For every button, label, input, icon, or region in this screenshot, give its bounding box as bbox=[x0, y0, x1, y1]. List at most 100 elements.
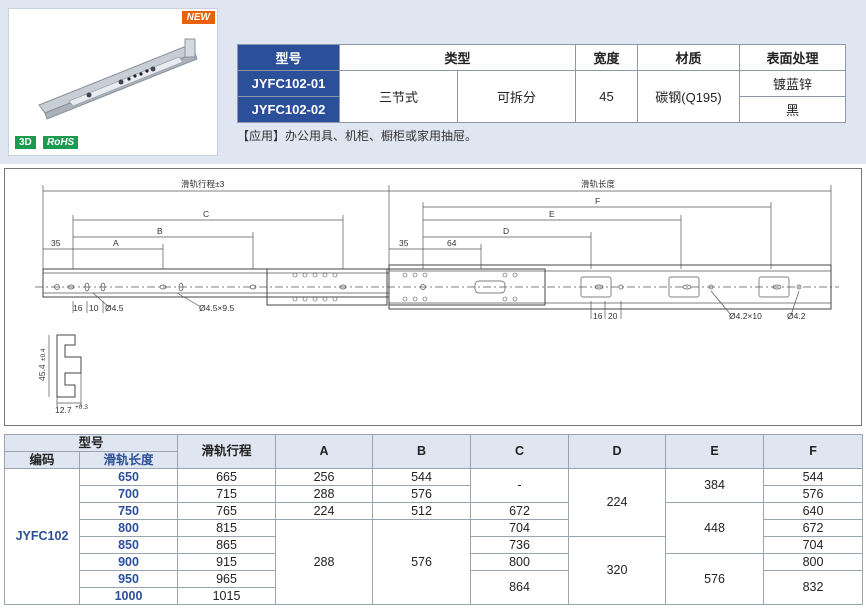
f-cell: 640 bbox=[763, 502, 864, 520]
dim-left-hole1: Ø4.5 bbox=[105, 303, 124, 313]
a-cell: 256 bbox=[275, 468, 374, 486]
rohs-badge: RoHS bbox=[43, 136, 79, 149]
spec-header-model: 型号 bbox=[237, 44, 340, 71]
f-cell: 832 bbox=[763, 570, 864, 605]
header-a: A bbox=[275, 434, 374, 469]
stroke-cell: 965 bbox=[177, 570, 277, 588]
header-d: D bbox=[568, 434, 667, 469]
dim-left-10: 10 bbox=[89, 303, 99, 313]
f-cell: 544 bbox=[763, 468, 864, 486]
b-cell: 576 bbox=[372, 485, 472, 503]
spec-table: 型号 类型 宽度 材质 表面处理 JYFC102-01 三节式 可拆分 45 碳… bbox=[237, 44, 846, 123]
dim-stroke-label: 滑轨行程±3 bbox=[181, 179, 225, 189]
model-code: JYFC102 bbox=[4, 468, 80, 605]
dim-section-width: 12.7 bbox=[55, 405, 72, 415]
dim-left-hole2: Ø4.5×9.5 bbox=[199, 303, 234, 313]
stroke-cell: 665 bbox=[177, 468, 277, 486]
stroke-cell: 915 bbox=[177, 553, 277, 571]
stroke-cell: 865 bbox=[177, 536, 277, 554]
f-cell: 672 bbox=[763, 519, 864, 537]
length-700: 700 bbox=[78, 485, 179, 503]
spec-header-finish: 表面处理 bbox=[739, 44, 846, 71]
product-photo: NEW 3D RoHS bbox=[8, 8, 218, 156]
f-cell: 800 bbox=[763, 553, 864, 571]
header-f: F bbox=[763, 434, 864, 469]
length-650: 650 bbox=[78, 468, 179, 486]
dim-right-64: 64 bbox=[447, 238, 457, 248]
d-cell: 224 bbox=[568, 468, 667, 537]
product-header: NEW 3D RoHS 型号 类型 宽度 材质 表面处理 JYFC102-01 … bbox=[0, 0, 866, 164]
3d-model-badge[interactable]: 3D bbox=[15, 136, 36, 149]
header-e: E bbox=[665, 434, 765, 469]
a-cell: 288 bbox=[275, 485, 374, 503]
spec-header-type: 类型 bbox=[339, 44, 576, 71]
dim-left-16: 16 bbox=[73, 303, 83, 313]
dim-right-20: 20 bbox=[608, 311, 618, 321]
spec-finish-01: 镀蓝锌 bbox=[739, 70, 846, 97]
f-cell: 576 bbox=[763, 485, 864, 503]
stroke-cell: 815 bbox=[177, 519, 277, 537]
a-cell: 224 bbox=[275, 502, 374, 520]
dim-right-hole2: Ø4.2 bbox=[787, 311, 806, 321]
c-cell: - bbox=[470, 468, 570, 503]
a-cell: 288 bbox=[275, 519, 374, 605]
c-cell: 864 bbox=[470, 570, 570, 605]
length-750: 750 bbox=[78, 502, 179, 520]
slide-rail-illustration bbox=[38, 38, 198, 120]
dim-right-16: 16 bbox=[593, 311, 603, 321]
header-stroke: 滑轨行程 bbox=[177, 434, 277, 469]
header-model: 型号 bbox=[3, 434, 179, 452]
dim-f: F bbox=[595, 196, 600, 206]
spec-header-material: 材质 bbox=[637, 44, 740, 71]
c-cell: 704 bbox=[470, 519, 570, 537]
dim-right-35: 35 bbox=[399, 238, 409, 248]
stroke-cell: 765 bbox=[177, 502, 277, 520]
header-c: C bbox=[470, 434, 570, 469]
dim-length-label: 滑轨长度 bbox=[581, 179, 616, 189]
application-note: 【应用】办公用具、机柜、橱柜或家用抽屉。 bbox=[237, 129, 478, 143]
e-cell: 448 bbox=[665, 502, 765, 554]
spec-header-width: 宽度 bbox=[575, 44, 638, 71]
f-cell: 704 bbox=[763, 536, 864, 554]
dim-right-hole1: Ø4.2×10 bbox=[729, 311, 762, 321]
e-cell: 384 bbox=[665, 468, 765, 503]
dimensions-table: 型号 滑轨行程 A B C D E F 编码 滑轨长度 JYFC102 650 … bbox=[3, 434, 864, 605]
header-length: 滑轨长度 bbox=[78, 451, 179, 469]
dim-d: D bbox=[503, 226, 509, 236]
b-cell: 544 bbox=[372, 468, 472, 486]
b-cell: 576 bbox=[372, 519, 472, 605]
new-badge: NEW bbox=[181, 11, 215, 24]
spec-type-2: 可拆分 bbox=[457, 70, 576, 123]
length-1000: 1000 bbox=[78, 587, 179, 605]
spec-material: 碳钢(Q195) bbox=[637, 70, 740, 123]
dim-left-35: 35 bbox=[51, 238, 61, 248]
c-cell: 736 bbox=[470, 536, 570, 554]
spec-model-02: JYFC102-02 bbox=[237, 96, 340, 123]
header-b: B bbox=[372, 434, 472, 469]
b-cell: 512 bbox=[372, 502, 472, 520]
spec-finish-02: 黑 bbox=[739, 96, 846, 123]
length-800: 800 bbox=[78, 519, 179, 537]
spec-type-1: 三节式 bbox=[339, 70, 458, 123]
technical-drawing: 滑轨行程±3 滑轨长度 C B A 35 16 10 Ø4.5 Ø4.5×9.5… bbox=[4, 168, 862, 426]
header-code: 编码 bbox=[4, 451, 80, 469]
spec-width: 45 bbox=[575, 70, 638, 123]
d-cell: 320 bbox=[568, 536, 667, 605]
dim-section-height-tol: ±0.4 bbox=[40, 348, 47, 361]
dim-section-width-tol: +0.3 bbox=[75, 404, 88, 411]
dim-e: E bbox=[549, 209, 555, 219]
c-cell: 672 bbox=[470, 502, 570, 520]
dim-b: B bbox=[157, 226, 163, 236]
dim-section-height: 45.4 bbox=[37, 364, 47, 381]
length-850: 850 bbox=[78, 536, 179, 554]
dimension-drawing: 滑轨行程±3 滑轨长度 C B A 35 16 10 Ø4.5 Ø4.5×9.5… bbox=[35, 179, 839, 415]
dim-c: C bbox=[203, 209, 209, 219]
dim-a: A bbox=[113, 238, 119, 248]
stroke-cell: 715 bbox=[177, 485, 277, 503]
length-950: 950 bbox=[78, 570, 179, 588]
c-cell: 800 bbox=[470, 553, 570, 571]
spec-model-01: JYFC102-01 bbox=[237, 70, 340, 97]
e-cell: 576 bbox=[665, 553, 765, 605]
length-900: 900 bbox=[78, 553, 179, 571]
stroke-cell: 1015 bbox=[177, 587, 277, 605]
